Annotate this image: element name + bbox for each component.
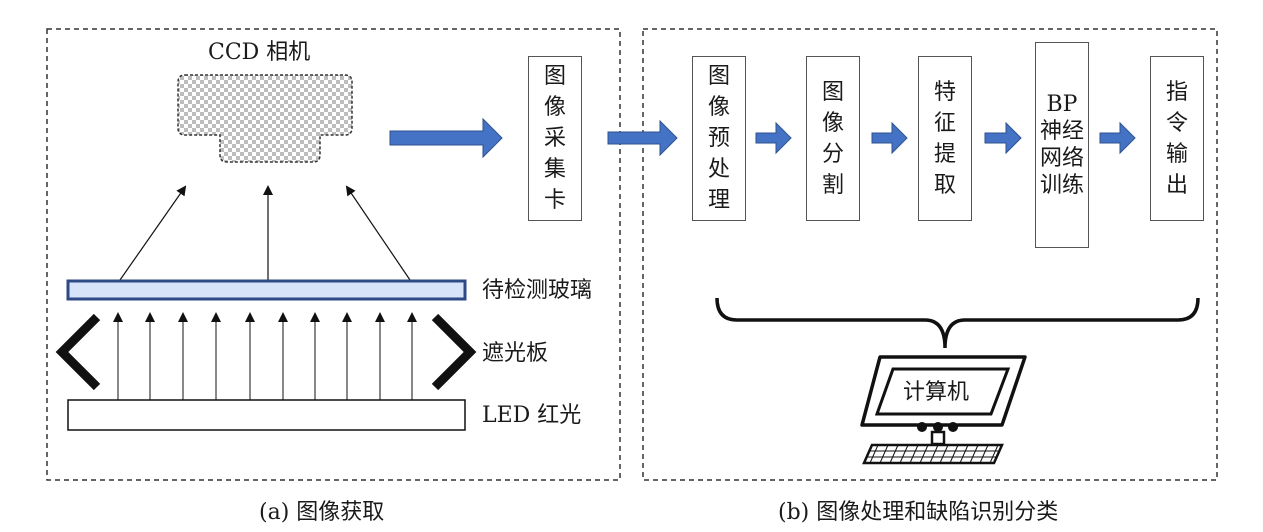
step-feature-box: 特征提取 (918, 56, 972, 221)
ccd-camera-label: CCD 相机 (208, 40, 311, 65)
step-feature-label: 特征提取 (933, 79, 956, 198)
step-segmentation-box: 图像分割 (806, 56, 860, 221)
ccd-camera (177, 74, 353, 163)
computer-icon (860, 355, 1027, 465)
glass-panel (66, 279, 467, 301)
block-arrow-camera-to-card (389, 117, 503, 159)
step-preprocess-box: 图像预处理 (692, 56, 746, 221)
block-arrow-3 (984, 121, 1022, 155)
led-light-label: LED 红光 (482, 403, 582, 428)
step-output-label: 指令输出 (1165, 79, 1188, 198)
glass-label: 待检测玻璃 (482, 278, 593, 303)
computer-label: 计算机 (903, 380, 970, 405)
reflect-arrow-right (345, 185, 411, 281)
capture-card-box: 图像采集卡 (528, 56, 582, 221)
light-rays (113, 312, 417, 400)
shield-label: 遮光板 (482, 341, 549, 366)
caption-b: (b) 图像处理和缺陷识别分类 (778, 500, 1059, 525)
step-bp-training-box: BP神经网络训练 (1035, 42, 1089, 248)
reflect-arrow-left (119, 185, 187, 281)
shield-left (55, 313, 101, 391)
shield-right (431, 313, 477, 391)
grouping-brace (715, 297, 1200, 349)
block-arrow-1 (755, 121, 792, 155)
step-output-box: 指令输出 (1150, 56, 1204, 221)
step-segmentation-label: 图像分割 (821, 79, 844, 198)
block-arrow-2 (871, 121, 908, 155)
block-arrow-card-to-preprocess (607, 119, 678, 157)
step-bp-training-label: BP神经网络训练 (1040, 92, 1085, 198)
step-preprocess-label: 图像预处理 (707, 64, 730, 213)
panel-a-frame (46, 28, 621, 481)
block-arrow-4 (1099, 121, 1136, 155)
caption-a: (a) 图像获取 (259, 500, 385, 525)
led-source (67, 399, 466, 431)
capture-card-label: 图像采集卡 (543, 64, 566, 213)
